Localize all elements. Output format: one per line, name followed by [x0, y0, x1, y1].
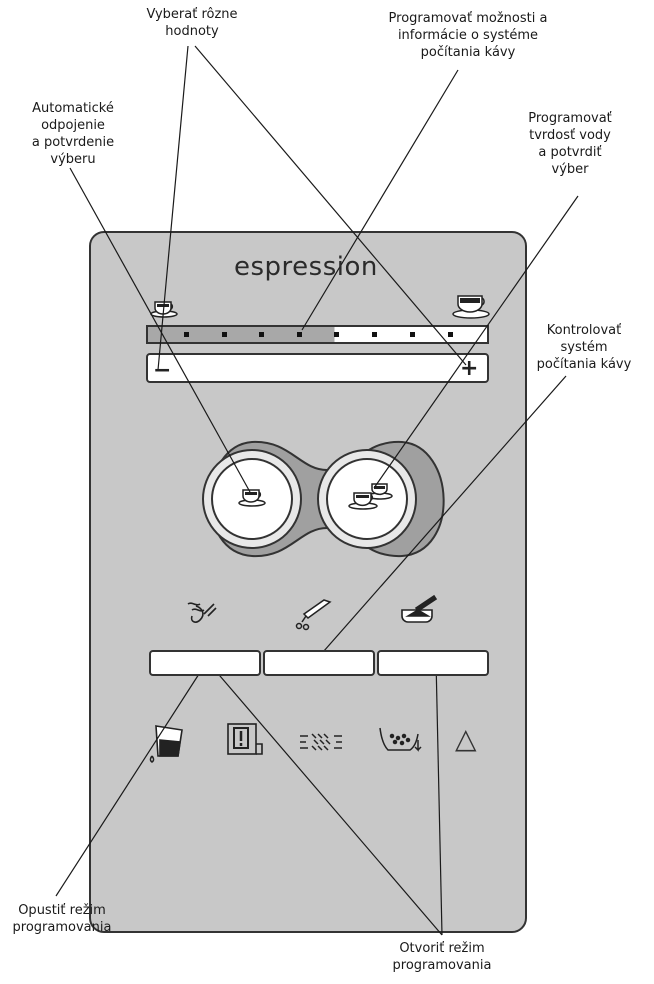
- leader-program-options: [301, 69, 459, 331]
- control-panel: [89, 231, 527, 933]
- scale-ticks: [184, 332, 453, 337]
- callout-program-hardness: Programovať tvrdosť vody a potvrdiť výbe…: [528, 111, 612, 177]
- double-cup-icon: [452, 295, 490, 319]
- left-function-button[interactable]: [149, 650, 261, 676]
- callout-auto-off: Automatické odpojenie a potvrdenie výber…: [31, 101, 115, 167]
- single-cup-button-icon[interactable]: [238, 489, 266, 507]
- water-tank-icon: [149, 725, 183, 763]
- leader-program-hardness: [373, 195, 579, 489]
- plus-button[interactable]: +: [460, 356, 479, 381]
- middle-function-button[interactable]: [263, 650, 375, 676]
- callout-select-values: Vyberať rôzne hodnoty: [146, 7, 238, 39]
- callout-program-options: Programovať možnosti a informácie o syst…: [388, 11, 548, 60]
- single-cup-small-icon: [150, 301, 178, 318]
- plus-minus-bar[interactable]: [146, 353, 489, 383]
- hot-water-nozzle-icon: [295, 599, 332, 631]
- leader-auto-off: [69, 167, 251, 493]
- ground-coffee-icon: [401, 594, 438, 623]
- warning-triangle-icon: △: [455, 722, 477, 755]
- callout-check-counter: Kontrolovať systém počítania kávy: [536, 323, 632, 372]
- callout-open-program: Otvoriť režim programovania: [392, 941, 492, 973]
- leader-select-values-plus: [194, 45, 467, 366]
- service-alert-icon: [227, 723, 263, 755]
- grounds-drawer-icon: [379, 727, 422, 752]
- value-scale: [146, 325, 489, 344]
- steam-icon: [187, 602, 217, 623]
- minus-button[interactable]: −: [153, 358, 172, 383]
- right-function-button[interactable]: [377, 650, 489, 676]
- leader-check-counter: [315, 375, 567, 661]
- callout-exit-program: Opustiť režim programovania: [12, 903, 112, 935]
- descale-icon: [300, 733, 342, 751]
- two-cups-button-icon[interactable]: [348, 483, 393, 510]
- leader-lines: [55, 45, 579, 936]
- leader-exit-program: [55, 659, 209, 897]
- brand-logo: espression: [234, 252, 378, 282]
- leader-open-program-right: [435, 659, 443, 936]
- leader-select-values-minus: [157, 45, 189, 371]
- leader-open-program-left: [207, 661, 443, 936]
